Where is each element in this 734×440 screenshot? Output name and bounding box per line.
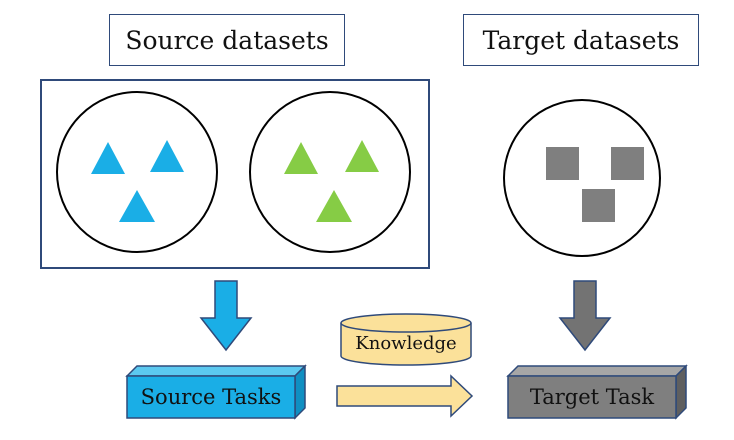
source-tasks-box: Source Tasks xyxy=(125,364,307,420)
source-tasks-label: Source Tasks xyxy=(141,385,282,409)
target-datasets-label: Target datasets xyxy=(463,14,699,66)
square-icon xyxy=(582,189,615,222)
source-datasets-label: Source datasets xyxy=(109,14,345,66)
source-down-arrow xyxy=(199,280,253,352)
target-dataset-circle xyxy=(503,99,661,257)
knowledge-label: Knowledge xyxy=(355,333,456,354)
target-task-label: Target Task xyxy=(530,385,655,409)
triangle-icon xyxy=(316,190,352,222)
triangle-icon xyxy=(150,140,184,172)
knowledge-arrow xyxy=(336,374,474,418)
square-icon xyxy=(546,147,579,180)
triangle-icon xyxy=(91,142,125,174)
target-task-box: Target Task xyxy=(506,364,688,420)
square-icon xyxy=(611,147,644,180)
triangle-icon xyxy=(284,142,318,174)
knowledge-cylinder: Knowledge xyxy=(340,313,472,366)
target-down-arrow xyxy=(558,280,612,352)
triangle-icon xyxy=(345,140,379,172)
triangle-icon xyxy=(119,190,155,222)
source-dataset-2-circle xyxy=(249,91,411,253)
source-dataset-1-circle xyxy=(56,91,218,253)
